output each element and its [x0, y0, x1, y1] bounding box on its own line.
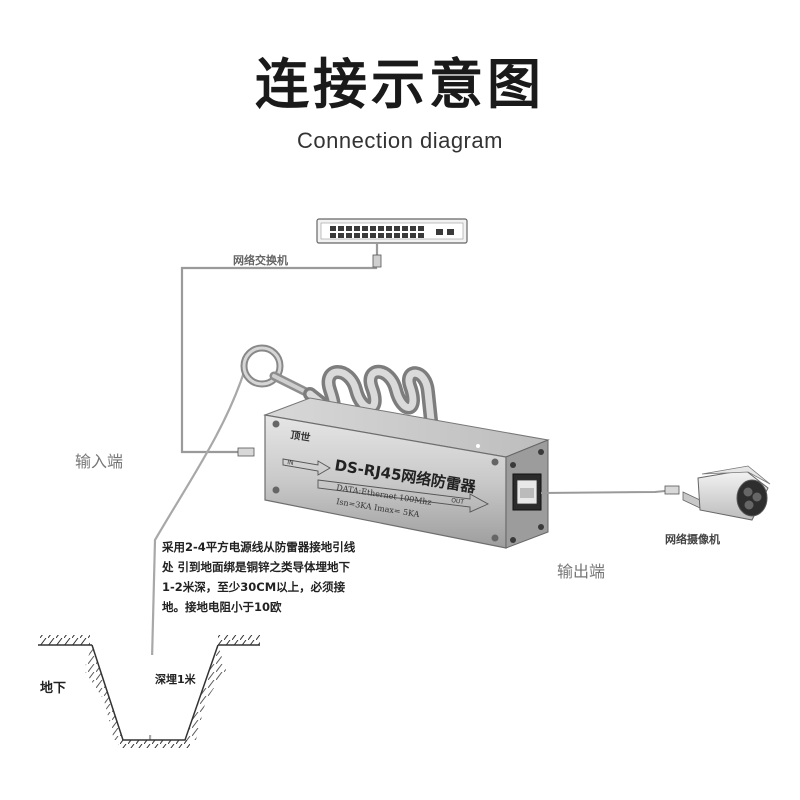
device-in-label: IN: [287, 459, 294, 467]
rj45-plug-input: [237, 447, 255, 457]
surge-protector: 顶世 DS-RJ45网络防雷器 IN OUT DATA:Ethernet 100…: [263, 397, 550, 549]
switch-ports: [330, 226, 454, 238]
switch-label: 网络交换机: [233, 254, 288, 267]
ground-pit: [38, 635, 260, 748]
page-subtitle: Connection diagram: [297, 128, 503, 153]
input-end-label: 输入端: [75, 452, 124, 471]
rj45-output-port: [512, 473, 542, 511]
grounding-note: 采用2-4平方电源线从防雷器接地引线处 引到地面绑是铜锌之类导体埋地下1-2米深…: [162, 540, 356, 614]
ground-wire: [148, 371, 246, 741]
output-end-label: 输出端: [557, 562, 606, 581]
device-brand: 顶世: [290, 428, 312, 444]
rj45-plug-switch: [372, 254, 382, 268]
ring-terminal: [240, 344, 315, 399]
in-arrow: [282, 458, 331, 476]
network-switch: [316, 218, 468, 244]
device-to-camera-cable: [540, 485, 680, 495]
burial-depth-label: 深埋1米: [155, 673, 196, 686]
camera-label: 网络摄像机: [665, 533, 720, 546]
page-title: 连接示意图: [255, 53, 545, 116]
coiled-ground-cable: [303, 364, 439, 437]
network-camera: [682, 465, 771, 521]
underground-label: 地下: [40, 681, 67, 696]
out-arrow: [317, 479, 490, 513]
device-out-label: OUT: [451, 497, 465, 506]
